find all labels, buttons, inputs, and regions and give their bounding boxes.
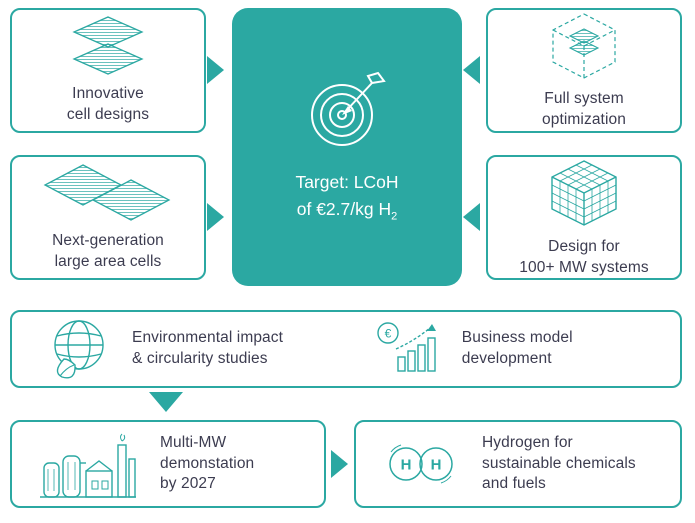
label-line: Next-generation bbox=[52, 231, 164, 249]
box-label: Design for 100+ MW systems bbox=[519, 237, 648, 279]
target-line-2-main: of €2.7/kg H bbox=[296, 198, 392, 219]
label-line: Design for bbox=[548, 237, 620, 255]
label-line: demonstation bbox=[160, 454, 255, 472]
label-line: large area cells bbox=[54, 252, 162, 270]
target-dart-icon bbox=[304, 69, 390, 153]
label-line: 100+ MW systems bbox=[519, 258, 649, 276]
label-line: Full system bbox=[544, 89, 624, 107]
box-label: Environmental impact & circularity studi… bbox=[132, 328, 283, 370]
target-line-1: Target: LCoH bbox=[295, 171, 399, 192]
box-full-system-optimization: Full system optimization bbox=[486, 8, 682, 133]
mw-grid-cube-icon bbox=[548, 157, 620, 229]
box-studies-row: Environmental impact & circularity studi… bbox=[10, 310, 682, 388]
arrow-right-icon bbox=[207, 203, 224, 231]
environmental-group: Environmental impact & circularity studi… bbox=[48, 318, 376, 380]
system-cube-icon bbox=[549, 11, 619, 81]
arrow-right-icon bbox=[207, 56, 224, 84]
hydrogen-molecules-icon: H H bbox=[382, 438, 460, 490]
euro-symbol: € bbox=[384, 327, 391, 341]
box-label: Next-generation large area cells bbox=[52, 231, 164, 273]
arrow-right-icon bbox=[331, 450, 348, 478]
center-target-box: Target: LCoH of €2.7/kg H2 bbox=[232, 8, 462, 286]
box-label: Hydrogen for sustainable chemicals and f… bbox=[482, 433, 636, 496]
h-letter: H bbox=[431, 457, 442, 474]
arrow-left-icon bbox=[463, 56, 480, 84]
label-line: sustainable chemicals bbox=[482, 454, 636, 472]
label-line: Hydrogen for bbox=[482, 433, 573, 451]
arrow-left-icon bbox=[463, 203, 480, 231]
box-label: Multi-MW demonstation by 2027 bbox=[160, 433, 254, 496]
box-design-100mw: Design for 100+ MW systems bbox=[486, 155, 682, 280]
label-line: Business model bbox=[461, 329, 573, 347]
label-line: and fuels bbox=[482, 475, 546, 493]
label-line: Environmental impact bbox=[132, 329, 284, 347]
box-label: Innovative cell designs bbox=[67, 84, 149, 126]
label-line: cell designs bbox=[66, 105, 150, 123]
target-line-2: of €2.7/kg H2 bbox=[295, 196, 398, 226]
arrow-down-icon bbox=[149, 392, 183, 412]
h-letter: H bbox=[401, 457, 412, 474]
factory-plant-icon bbox=[38, 429, 138, 499]
label-line: Innovative bbox=[72, 84, 144, 102]
label-line: by 2027 bbox=[160, 475, 216, 493]
label-line: optimization bbox=[542, 110, 626, 128]
large-area-cells-icon bbox=[43, 163, 173, 223]
label-line: Multi-MW bbox=[160, 433, 227, 451]
target-line-2-sub: 2 bbox=[391, 210, 398, 223]
label-line: development bbox=[461, 350, 552, 367]
box-multi-mw-demo: Multi-MW demonstation by 2027 bbox=[10, 420, 326, 508]
box-label: Full system optimization bbox=[542, 89, 626, 131]
business-group: € Business model development bbox=[376, 321, 573, 377]
box-hydrogen-chemicals: H H Hydrogen for sustainable chemicals a… bbox=[354, 420, 682, 508]
label-line: & circularity studies bbox=[132, 350, 268, 367]
euro-growth-chart-icon: € bbox=[376, 321, 440, 377]
box-innovative-cell-designs: Innovative cell designs bbox=[10, 8, 206, 133]
box-label: Business model development bbox=[462, 328, 573, 370]
box-large-area-cells: Next-generation large area cells bbox=[10, 155, 206, 280]
stacked-cell-layers-icon bbox=[72, 15, 144, 76]
eco-globe-leaf-icon bbox=[48, 318, 110, 380]
center-target-label: Target: LCoH of €2.7/kg H2 bbox=[295, 169, 398, 226]
